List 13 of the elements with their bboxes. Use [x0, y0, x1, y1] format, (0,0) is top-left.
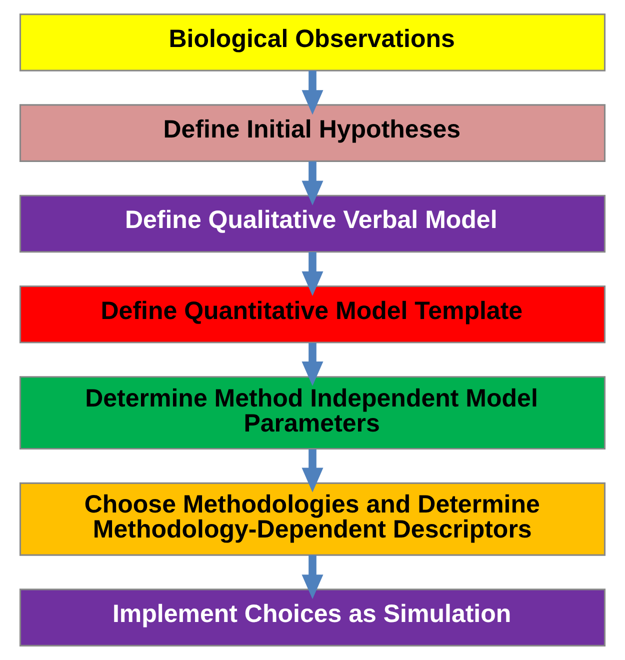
arrow [302, 343, 324, 386]
node-box: Choose Methodologies and Determine Methodology-Dependent Descriptors [19, 482, 606, 556]
node-box: Determine Method Independent Model Parameters [19, 376, 606, 450]
node-box: Define Qualitative Verbal Model [19, 194, 606, 253]
node-box: Define Initial Hypotheses [19, 104, 606, 162]
node-box: Biological Observations [19, 14, 606, 72]
arrow [302, 555, 324, 600]
arrow [302, 449, 324, 492]
arrow [302, 252, 324, 296]
node-box: Implement Choices as Simulation [19, 588, 606, 646]
arrow [302, 161, 324, 206]
arrow [302, 70, 324, 115]
node-box: Define Quantitative Model Template [19, 285, 606, 344]
